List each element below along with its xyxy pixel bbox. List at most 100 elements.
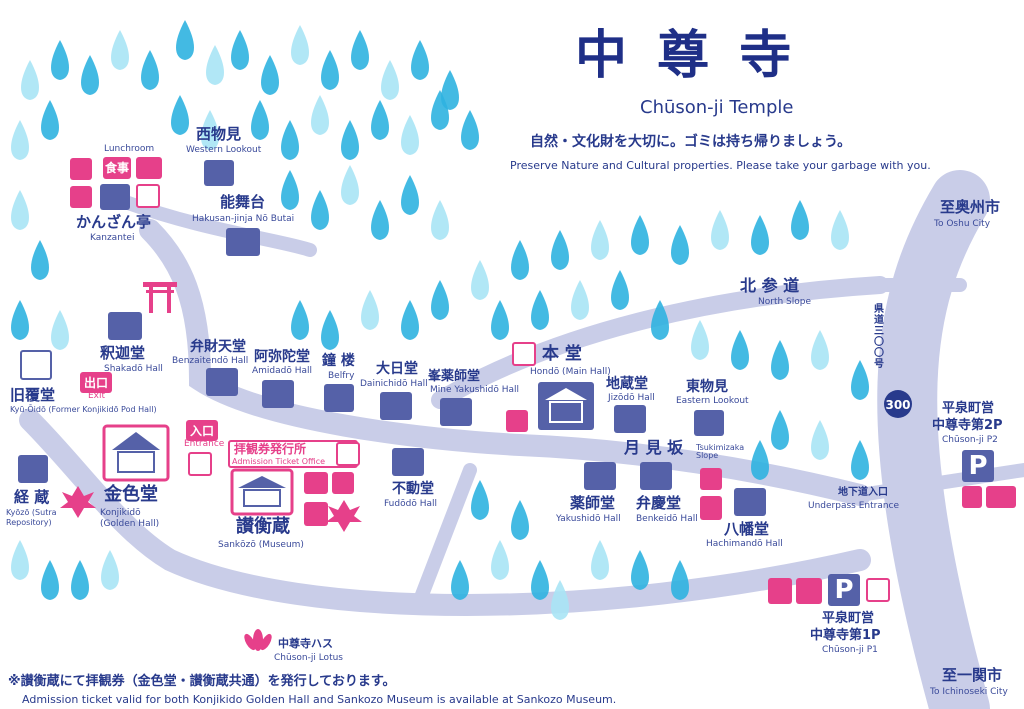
tree-icon — [51, 40, 69, 80]
entrance-en: Entrance — [184, 439, 225, 449]
yakushido-building-icon — [584, 462, 616, 490]
tree-icon — [451, 560, 469, 600]
svg-text:300: 300 — [885, 398, 910, 412]
p2-label-1: 平泉町営 — [942, 401, 995, 416]
amidado-label: 阿弥陀堂 — [254, 349, 310, 365]
shakado-building-icon — [108, 312, 142, 340]
amidado-building-icon — [262, 380, 294, 408]
jizodo-label: 地蔵堂 — [606, 376, 648, 392]
tree-icon — [371, 200, 389, 240]
konjikido-building-icon — [102, 424, 170, 482]
tree-icon — [341, 165, 359, 205]
tree-icon — [261, 55, 279, 95]
shoro-label: 鐘 楼 — [322, 353, 355, 369]
tree-icon — [671, 225, 689, 265]
tree-icon — [311, 190, 329, 230]
kitasando-en: North Slope — [758, 297, 812, 307]
page-subtitle: Chūson-ji Temple — [640, 97, 794, 118]
tree-icon — [321, 50, 339, 90]
sankozo-en: Sankōzō (Museum) — [218, 540, 304, 550]
kanzantei-en: Kanzantei — [90, 233, 135, 243]
tree-icon — [291, 25, 309, 65]
tree-icon — [691, 320, 709, 360]
tree-icon — [171, 95, 189, 135]
notice-jp: 自然・文化財を大切に。ゴミは持ち帰りましょう。 — [530, 134, 852, 150]
tree-icon — [851, 440, 869, 480]
tree-icon — [371, 100, 389, 140]
kanzantei-building-icon — [100, 184, 130, 210]
tree-icon — [491, 540, 509, 580]
hondo-en: Hondō (Main Hall) — [530, 367, 611, 377]
p1-label-2: 中尊寺第1P — [810, 628, 881, 643]
p1-road — [693, 553, 867, 597]
wifi-icon — [866, 578, 890, 602]
tree-icon — [461, 110, 479, 150]
jizodo-en: Jizōdō Hall — [608, 393, 655, 403]
accessible-icon — [962, 486, 982, 508]
p1-en: Chūson-ji P1 — [822, 645, 878, 655]
restroom-icon — [796, 578, 822, 604]
sankozo-building-icon — [230, 468, 294, 516]
tree-icon — [591, 220, 609, 260]
nishimonomi-label: 西物見 — [196, 125, 242, 143]
tree-icon — [401, 300, 419, 340]
amidado-en: Amidadō Hall — [252, 366, 313, 376]
tree-icon — [71, 560, 89, 600]
fudodo-en: Fudōdō Hall — [384, 499, 437, 509]
restroom-icon — [70, 186, 92, 208]
tree-icon — [791, 200, 809, 240]
footer-en: Admission ticket valid for both Konjikid… — [22, 693, 617, 706]
shakado-label: 釈迦堂 — [100, 344, 146, 362]
higashimonomi-label: 東物見 — [686, 379, 728, 395]
tree-icon — [311, 95, 329, 135]
tree-icon — [141, 50, 159, 90]
tree-icon — [431, 200, 449, 240]
shoro-en: Belfry — [328, 371, 355, 381]
tree-icon — [571, 280, 589, 320]
shakado-en: Shakadō Hall — [104, 364, 163, 374]
tree-icon — [531, 290, 549, 330]
lunchroom-label: Lunchroom — [104, 144, 155, 154]
yakushido-en: Yakushidō Hall — [556, 514, 621, 524]
ichinoseki-label: 至一関市 — [942, 666, 1003, 684]
hondo-label: 本 堂 — [542, 344, 582, 364]
hondo-building-icon — [538, 382, 594, 430]
highway — [877, 170, 990, 709]
restroom-icon — [986, 486, 1016, 508]
noubutai-label: 能舞台 — [220, 193, 266, 211]
tree-icon — [176, 20, 194, 60]
tree-icon — [471, 260, 489, 300]
underpass-label: 地下道入口 — [838, 487, 888, 498]
tree-icon — [11, 300, 29, 340]
tree-icon — [431, 280, 449, 320]
underpass-road — [853, 463, 1024, 502]
tree-icon — [101, 550, 119, 590]
entrance-sign: 入口 — [186, 420, 219, 441]
konjikido-label: 金色堂 — [104, 484, 158, 505]
tree-icon — [531, 560, 549, 600]
tree-icon — [41, 100, 59, 140]
fudodo-label: 不動堂 — [392, 481, 434, 497]
tree-icon — [11, 190, 29, 230]
wifi-icon — [188, 452, 212, 476]
sankozo-label: 讃衡蔵 — [236, 516, 290, 537]
fudodo-building-icon — [392, 448, 424, 476]
nishimonomi-en: Western Lookout — [186, 145, 262, 155]
tree-icon — [811, 420, 829, 460]
restroom-icon — [506, 410, 528, 432]
accessible-icon — [768, 578, 792, 604]
benzaiten-en: Benzaitendō Hall — [172, 356, 249, 366]
p2-label-2: 中尊寺第2P — [932, 418, 1003, 433]
underpass-en: Underpass Entrance — [808, 501, 900, 511]
tree-icon — [751, 440, 769, 480]
mineyakushi-building-icon — [440, 398, 472, 426]
tree-icon — [411, 40, 429, 80]
tsukimizaka-en: Tsukimizaka Slope — [696, 443, 745, 460]
tree-icon — [751, 215, 769, 255]
tree-icon — [591, 540, 609, 580]
kyuoido-building-icon — [20, 350, 52, 380]
tree-icon — [51, 310, 69, 350]
kitasando-road — [431, 276, 889, 409]
tree-icon — [611, 270, 629, 310]
